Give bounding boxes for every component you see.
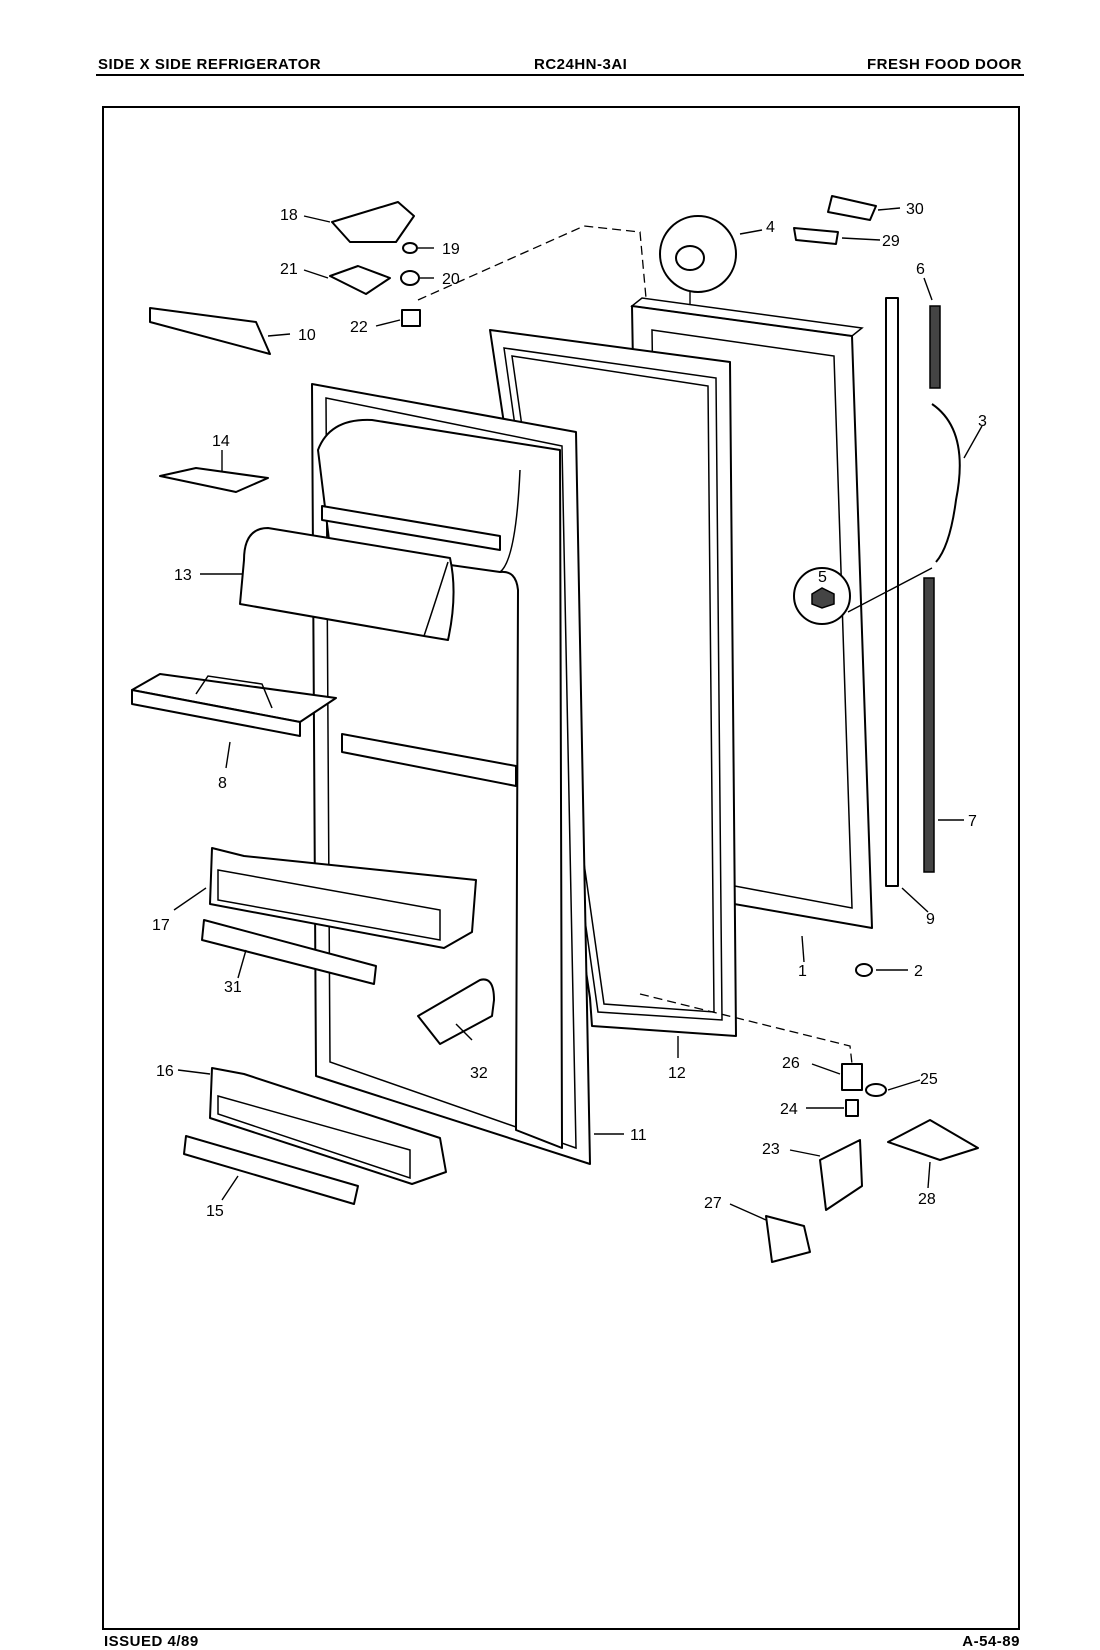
header-section-name: FRESH FOOD DOOR (866, 56, 1022, 73)
part-31-bin-trim (201, 919, 377, 985)
footer-document-code: A-54-89 (962, 1633, 1020, 1650)
part-16-lower-bin (209, 1067, 447, 1185)
part-25-washer (865, 1083, 887, 1097)
header-model-number: RC24HN-3AI (534, 56, 628, 73)
part-19-washer (402, 242, 418, 254)
part-11-inner-door-liner (311, 383, 591, 1165)
label-part-30: 30 (906, 201, 924, 218)
label-part-20: 20 (442, 271, 460, 288)
header-diagram-title: SIDE X SIDE REFRIGERATOR (98, 56, 322, 73)
label-part-27: 27 (704, 1195, 722, 1212)
leader-lines (173, 207, 983, 1221)
label-part-11: 11 (630, 1127, 647, 1144)
label-part-1: 1 (798, 963, 807, 980)
part-6-handle-cap (929, 305, 941, 389)
part-22-spacer (401, 309, 421, 327)
assembly-line (417, 225, 647, 301)
label-part-21: 21 (280, 261, 298, 278)
label-part-29: 29 (882, 233, 900, 250)
label-part-7: 7 (968, 813, 977, 830)
label-part-14: 14 (212, 433, 230, 450)
part-26-hinge-pin (841, 1063, 863, 1091)
label-part-9: 9 (926, 911, 935, 928)
label-part-13: 13 (174, 567, 192, 584)
part-4-detail-callout (659, 215, 737, 304)
label-part-22: 22 (350, 319, 368, 336)
part-17-door-bin (209, 847, 477, 949)
footer-issued-date: ISSUED 4/89 (104, 1633, 199, 1650)
part-8-egg-tray (131, 673, 337, 737)
label-part-6: 6 (916, 261, 925, 278)
label-part-10: 10 (298, 327, 316, 344)
label-part-26: 26 (782, 1055, 800, 1072)
part-32-bracket (417, 978, 495, 1045)
label-part-25: 25 (920, 1071, 938, 1088)
label-part-31: 31 (224, 979, 242, 996)
label-part-15: 15 (206, 1203, 224, 1220)
part-13-dairy-door (239, 527, 455, 641)
part-15-lower-trim (183, 1135, 359, 1205)
label-part-24: 24 (780, 1101, 798, 1118)
label-part-18: 18 (280, 207, 298, 224)
part-28-hinge-plate (887, 1119, 979, 1161)
label-part-12: 12 (668, 1065, 686, 1082)
part-2-plug (855, 963, 873, 977)
label-part-2: 2 (914, 963, 923, 980)
part-21-hinge-shim (329, 265, 391, 295)
label-part-16: 16 (156, 1063, 174, 1080)
part-24-screw (845, 1099, 859, 1117)
label-part-5: 5 (818, 569, 827, 586)
part-20-bushing (400, 270, 420, 286)
exploded-parts-diagram: 18 19 21 20 22 10 14 13 8 17 31 32 16 11… (131, 195, 987, 1263)
part-10-hinge-cover (149, 307, 271, 355)
part-5-detail-callout (793, 567, 851, 625)
header-rule (96, 74, 1024, 76)
label-part-3: 3 (978, 413, 987, 430)
label-part-32: 32 (470, 1065, 488, 1082)
part-18-top-hinge (331, 201, 415, 243)
label-part-19: 19 (442, 241, 460, 258)
part-23-bottom-hinge (819, 1139, 863, 1211)
part-9-handle-trim-strip (885, 297, 899, 887)
part-14-shelf (159, 467, 269, 493)
label-part-4: 4 (766, 219, 775, 236)
label-part-8: 8 (218, 775, 227, 792)
part-29-plate (793, 227, 839, 245)
assembly-line-bottom (639, 993, 853, 1065)
part-30-cover (827, 195, 877, 221)
label-part-28: 28 (918, 1191, 936, 1208)
part-27-shim (765, 1215, 811, 1263)
part-3-handle (931, 403, 961, 563)
label-part-23: 23 (762, 1141, 780, 1158)
part-7-handle-trim (923, 577, 935, 873)
label-part-17: 17 (152, 917, 170, 934)
